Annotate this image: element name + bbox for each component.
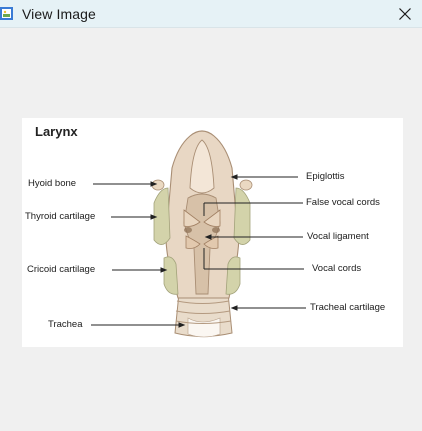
close-icon [399,8,411,20]
title-bar: View Image [0,0,422,28]
label-vocal-ligament: Vocal ligament [307,231,369,242]
larynx-illustration [91,130,306,338]
label-false-vocal-cords: False vocal cords [306,197,380,208]
label-epiglottis: Epiglottis [306,171,345,182]
label-vocal-cords: Vocal cords [312,263,362,274]
close-button[interactable] [388,0,422,28]
label-hyoid-bone: Hyoid bone [28,178,77,189]
label-trachea: Trachea [48,319,83,330]
diagram-title: Larynx [35,124,78,139]
image-viewer-icon [0,7,13,20]
label-cricoid-cartilage: Cricoid cartilage [27,264,96,275]
window-title: View Image [22,6,96,22]
label-thyroid-cartilage: Thyroid cartilage [25,211,96,222]
image-viewport: Larynx [22,118,403,347]
label-tracheal-cartilage: Tracheal cartilage [310,302,386,313]
